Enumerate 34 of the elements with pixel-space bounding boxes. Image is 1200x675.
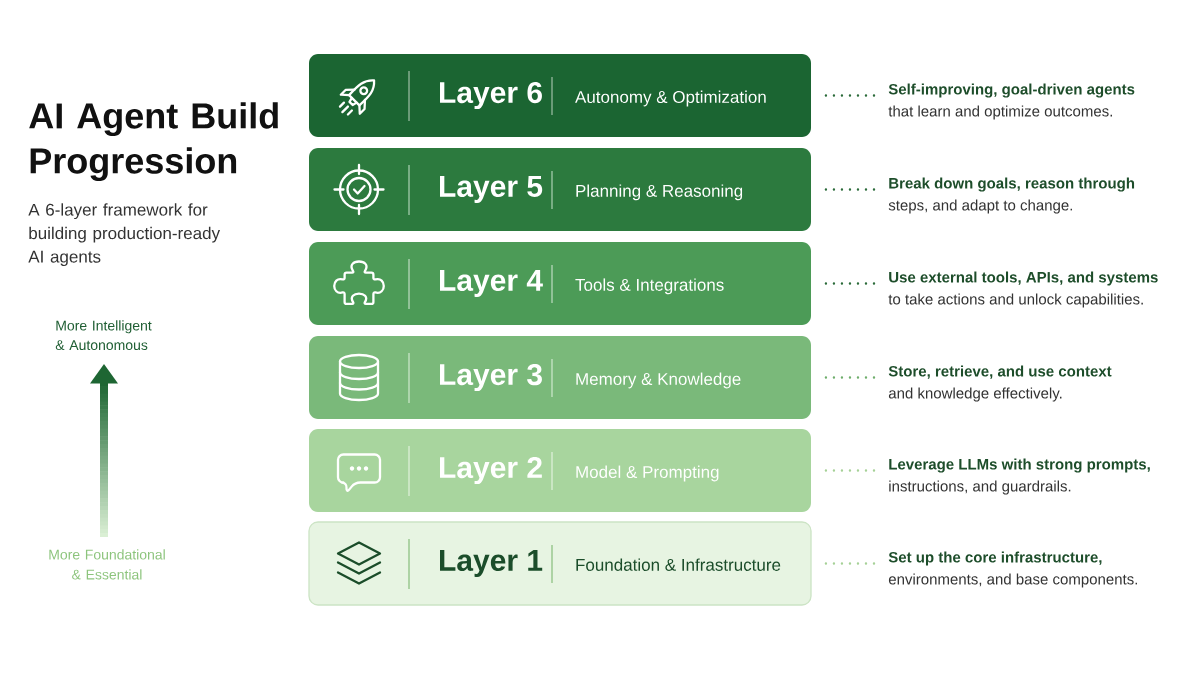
layer-box — [309, 336, 811, 419]
layer-box — [309, 148, 811, 231]
description-heading: Use external tools, APIs, and systems — [889, 271, 1158, 286]
description-text: that learn and optimize outcomes. — [888, 105, 1112, 120]
description-text: steps, and adapt to change. — [888, 199, 1072, 214]
description-heading: Leverage LLMs with strong prompts, — [889, 458, 1150, 473]
layer-number: Layer 1 — [440, 550, 543, 577]
layer-name: Autonomy & Optimization — [575, 90, 766, 107]
axis-label: More Intelligent & Autonomous — [55, 320, 152, 351]
layer-name: Memory & Knowledge — [576, 372, 741, 389]
layer-number: Layer 3 — [440, 363, 542, 392]
layer-number: Layer 2 — [440, 456, 542, 485]
layer-box — [309, 429, 811, 512]
description-text: instructions, and guardrails. — [889, 480, 1071, 495]
description-heading: Self-improving, goal-driven agents — [888, 83, 1135, 98]
axis-label: More Foundational & Essential — [49, 549, 165, 580]
description-text: and knowledge effectively. — [888, 387, 1062, 402]
description-heading: Set up the core infrastructure, — [888, 551, 1102, 566]
title: AI Agent Build Progression — [29, 102, 278, 181]
description-text: environments, and base components. — [888, 573, 1137, 588]
subtitle: A 6-layer framework for building production-ready AI agents — [28, 203, 221, 267]
layer-name: Foundation & Infrastructure — [576, 558, 781, 571]
layer-name: Planning & Reasoning — [576, 184, 743, 201]
layer-number: Layer 6 — [440, 81, 542, 110]
description-heading: Break down goals, reason through — [889, 177, 1135, 192]
layer-box — [309, 54, 811, 137]
description-text: to take actions and unlock capabilities. — [888, 293, 1143, 308]
layer-box — [309, 242, 811, 325]
layer-name: Model & Prompting — [576, 465, 719, 482]
layer-box — [308, 521, 812, 606]
description-heading: Store, retrieve, and use context — [888, 365, 1112, 379]
layer-name: Tools & Integrations — [575, 278, 724, 295]
layer-number: Layer 4 — [440, 270, 543, 297]
layer-number: Layer 5 — [440, 176, 543, 203]
